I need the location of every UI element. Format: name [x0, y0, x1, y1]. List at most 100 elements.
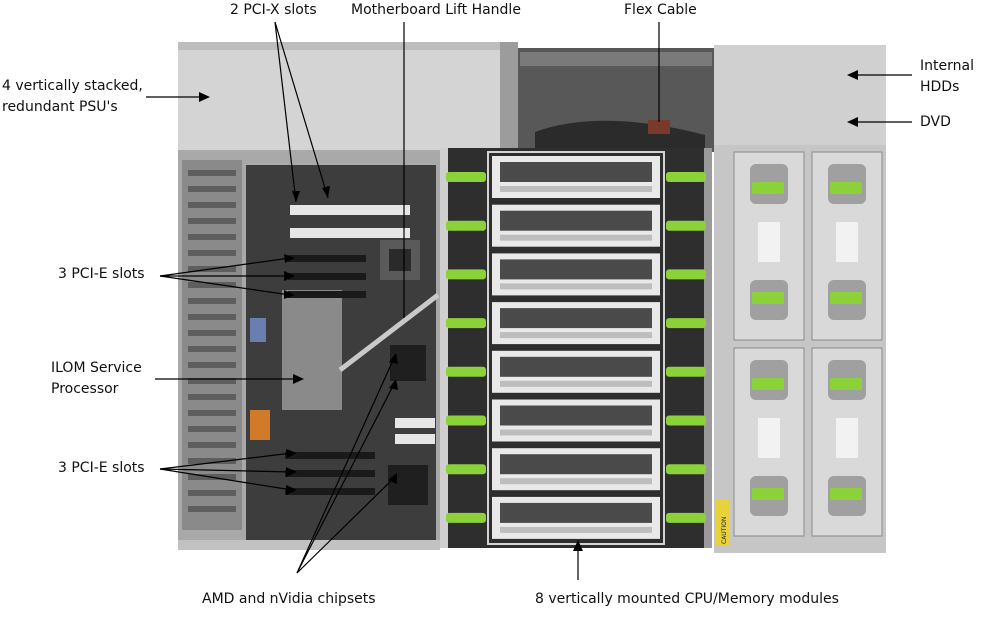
arrowhead-chipsets	[389, 379, 398, 390]
label-pcie-lower: 3 PCI-E slots	[58, 460, 145, 476]
memory-latch-left	[446, 318, 486, 329]
memory-module-edge	[500, 283, 652, 290]
memory-module	[446, 399, 706, 442]
flex-cable-connector	[648, 120, 670, 134]
label-chipsets: AMD and nVidia chipsets	[202, 591, 376, 607]
drive-latch-top	[752, 378, 784, 390]
arrowhead-pcix	[322, 186, 330, 198]
label-psu-line: redundant PSU's	[2, 99, 118, 115]
memory-modules	[446, 156, 706, 539]
arrowhead-pcie	[284, 254, 295, 263]
memory-latch-right	[666, 464, 706, 475]
label-pcix-slots: 2 PCI-X slots	[230, 2, 317, 18]
memory-dimm-row	[500, 259, 652, 280]
label-flex-cable: Flex Cable	[624, 2, 697, 18]
callout-line-chipsets	[296, 477, 395, 574]
label-hdd: Internal HDDs	[920, 56, 974, 98]
memory-dimm-row	[500, 405, 652, 426]
memory-latch-left	[446, 269, 486, 280]
memory-dimm-row	[500, 454, 652, 475]
arrowhead-pcie	[286, 485, 297, 495]
memory-latch-left	[446, 464, 486, 475]
memory-dimm-row	[500, 356, 652, 377]
memory-dimm-row	[500, 308, 652, 329]
memory-module-edge	[500, 478, 652, 485]
memory-latch-right	[666, 512, 706, 523]
label-ilom-line: Processor	[51, 381, 119, 397]
memory-latch-left	[446, 172, 486, 182]
label-pcie-upper: 3 PCI-E slots	[58, 266, 145, 282]
memory-module-frame	[487, 151, 665, 545]
memory-latch-right	[666, 366, 706, 377]
memory-latch-right	[666, 318, 706, 329]
drive-latch-bottom	[752, 292, 784, 304]
memory-module	[446, 156, 706, 198]
drive-latch-top	[830, 182, 862, 194]
memory-latch-right	[666, 269, 706, 280]
drive-bay	[733, 151, 805, 341]
memory-module	[446, 448, 706, 491]
label-psu-line: 4 vertically stacked,	[2, 78, 143, 94]
arrowhead-pcie	[284, 271, 295, 281]
drive-bay	[733, 347, 805, 537]
memory-module-edge	[500, 332, 652, 339]
arrowhead-dvd	[847, 117, 858, 127]
pcie-slot	[285, 488, 375, 495]
arrowhead-modules	[573, 540, 583, 551]
label-modules: 8 vertically mounted CPU/Memory modules	[535, 591, 839, 607]
pcie-slot	[285, 470, 375, 477]
callout-line-chipsets	[296, 383, 395, 574]
memory-latch-left	[446, 415, 486, 426]
psu-cover	[178, 42, 516, 154]
memory-latch-right	[666, 172, 706, 182]
memory-latch-left	[446, 220, 486, 231]
callout-lines	[146, 21, 912, 580]
label-hdd-line: Internal	[920, 58, 974, 74]
drive-latch-bottom	[830, 292, 862, 304]
arrowhead-pcie	[286, 467, 297, 477]
pcix-slot	[290, 228, 410, 238]
callout-line-pcix	[274, 21, 329, 199]
memory-module-edge	[500, 429, 652, 436]
memory-latch-right	[666, 220, 706, 231]
drive-bays	[733, 151, 883, 537]
memory-latch-left	[446, 366, 486, 377]
arrowhead-chipsets	[389, 353, 398, 364]
pcie-slot	[288, 291, 366, 298]
memory-latch-right	[666, 415, 706, 426]
pcie-slot	[285, 452, 375, 459]
callout-line-pcie-upper	[159, 257, 291, 277]
arrowhead-pcie	[286, 449, 297, 458]
memory-module	[446, 302, 706, 345]
memory-module-edge	[500, 380, 652, 387]
drive-latch-top	[752, 182, 784, 194]
callout-line-pcie-lower	[159, 452, 293, 470]
arrowhead-psu	[199, 92, 210, 102]
memory-dimm-row	[500, 162, 652, 182]
label-hdd-line: HDDs	[920, 79, 960, 95]
drive-bay	[811, 347, 883, 537]
drive-latch-bottom	[830, 488, 862, 500]
drive-latch-bottom	[752, 488, 784, 500]
arrowhead-pcie	[284, 290, 295, 299]
label-dvd: DVD	[920, 114, 951, 130]
arrowhead-hdd	[847, 70, 858, 80]
drive-bay	[811, 151, 883, 341]
drive-label	[758, 418, 780, 458]
memory-latch-left	[446, 512, 486, 523]
drive-label	[836, 222, 858, 262]
server-chassis-photo: CAUTION	[178, 42, 886, 553]
label-lift-handle: Motherboard Lift Handle	[351, 2, 521, 18]
label-ilom-line: ILOM Service	[51, 360, 142, 376]
callout-line-pcix	[274, 21, 297, 203]
memory-module	[446, 253, 706, 296]
arrowhead-ilom	[293, 374, 304, 384]
callout-arrowheads	[199, 70, 858, 551]
pcie-slot	[288, 273, 366, 280]
memory-module-edge	[500, 234, 652, 241]
memory-module	[446, 496, 706, 539]
label-ilom: ILOM Service Processor	[51, 358, 142, 400]
memory-module	[446, 350, 706, 393]
drive-label	[836, 418, 858, 458]
drive-label	[758, 222, 780, 262]
